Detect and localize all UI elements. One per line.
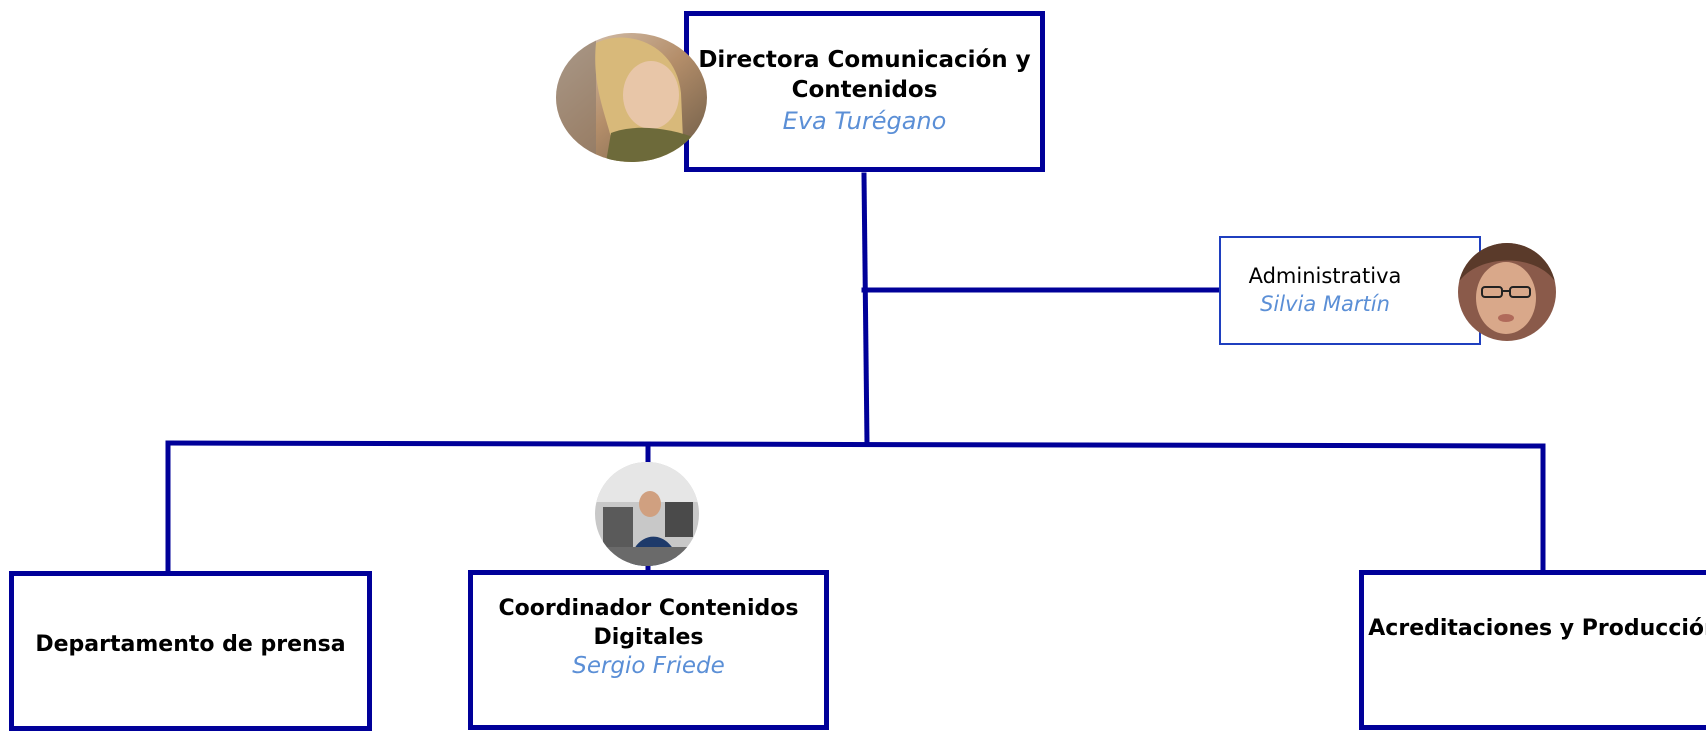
acreditaciones-title: Acreditaciones y Producción	[1368, 616, 1706, 641]
admin-box: Administrativa Silvia Martín	[1219, 236, 1481, 345]
acreditaciones-box: Acreditaciones y Producción	[1359, 570, 1706, 730]
director-trunk-line	[861, 172, 870, 447]
coordinator-name: Sergio Friede	[572, 653, 725, 680]
admin-photo-avatar	[1458, 243, 1556, 341]
children-bus-line	[165, 440, 1546, 449]
coordinator-photo-avatar	[595, 462, 699, 566]
prensa-title: Departamento de prensa	[35, 632, 346, 657]
prensa-box: Departamento de prensa	[9, 571, 372, 731]
admin-name: Silvia Martín	[1260, 291, 1390, 316]
director-name: Eva Turégano	[782, 106, 947, 135]
director-box: Directora Comunicación y Contenidos Eva …	[684, 11, 1045, 172]
admin-title: Administrativa	[1248, 264, 1402, 289]
coordinator-title: Coordinador Contenidos Digitales	[498, 596, 799, 650]
coordinator-box: Coordinador Contenidos Digitales Sergio …	[468, 570, 829, 730]
director-photo-avatar	[556, 33, 707, 162]
director-title: Directora Comunicación y Contenidos	[698, 47, 1031, 103]
